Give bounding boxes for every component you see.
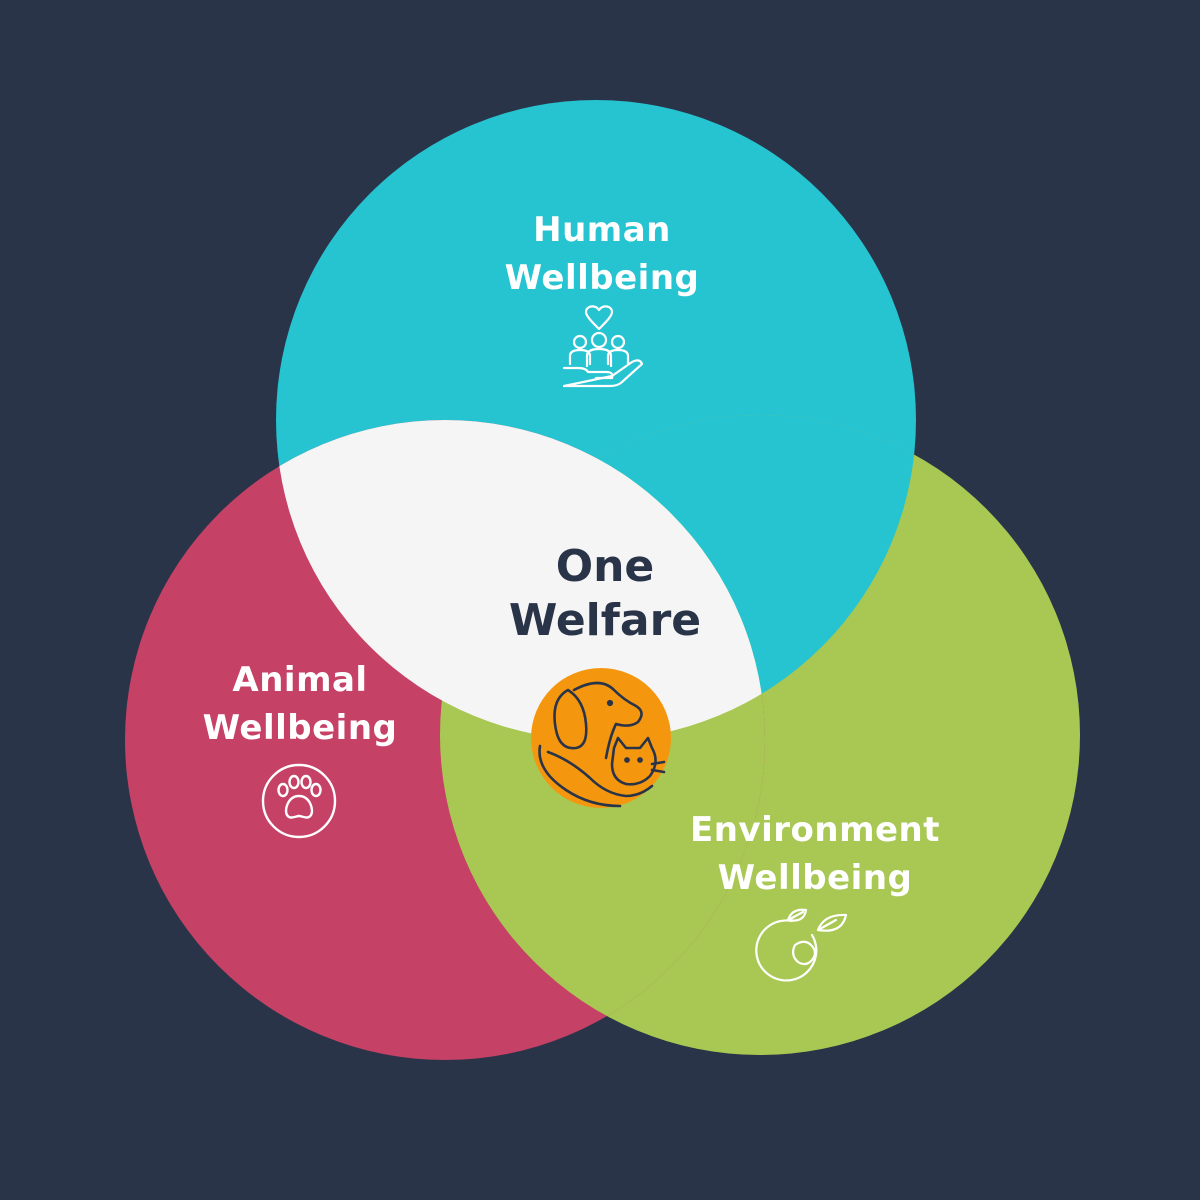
dog-and-cat-in-hand-icon <box>531 668 671 808</box>
human-wellbeing-label: Human Wellbeing <box>452 206 752 302</box>
environment-wellbeing-line2: Wellbeing <box>717 858 913 898</box>
one-welfare-line1: One <box>555 541 655 592</box>
globe-with-leaves-icon <box>755 908 848 982</box>
environment-wellbeing-label: Environment Wellbeing <box>640 806 990 902</box>
one-welfare-line2: Welfare <box>508 595 702 646</box>
human-wellbeing-line2: Wellbeing <box>504 258 700 298</box>
one-welfare-title: One Welfare <box>480 540 730 648</box>
human-wellbeing-line1: Human <box>533 210 671 250</box>
animal-wellbeing-label: Animal Wellbeing <box>150 656 450 752</box>
animal-wellbeing-line1: Animal <box>232 660 368 700</box>
people-in-hand-heart-icon <box>562 305 644 388</box>
environment-wellbeing-line1: Environment <box>689 810 941 850</box>
animal-wellbeing-line2: Wellbeing <box>202 708 398 748</box>
paw-print-icon <box>261 763 337 839</box>
